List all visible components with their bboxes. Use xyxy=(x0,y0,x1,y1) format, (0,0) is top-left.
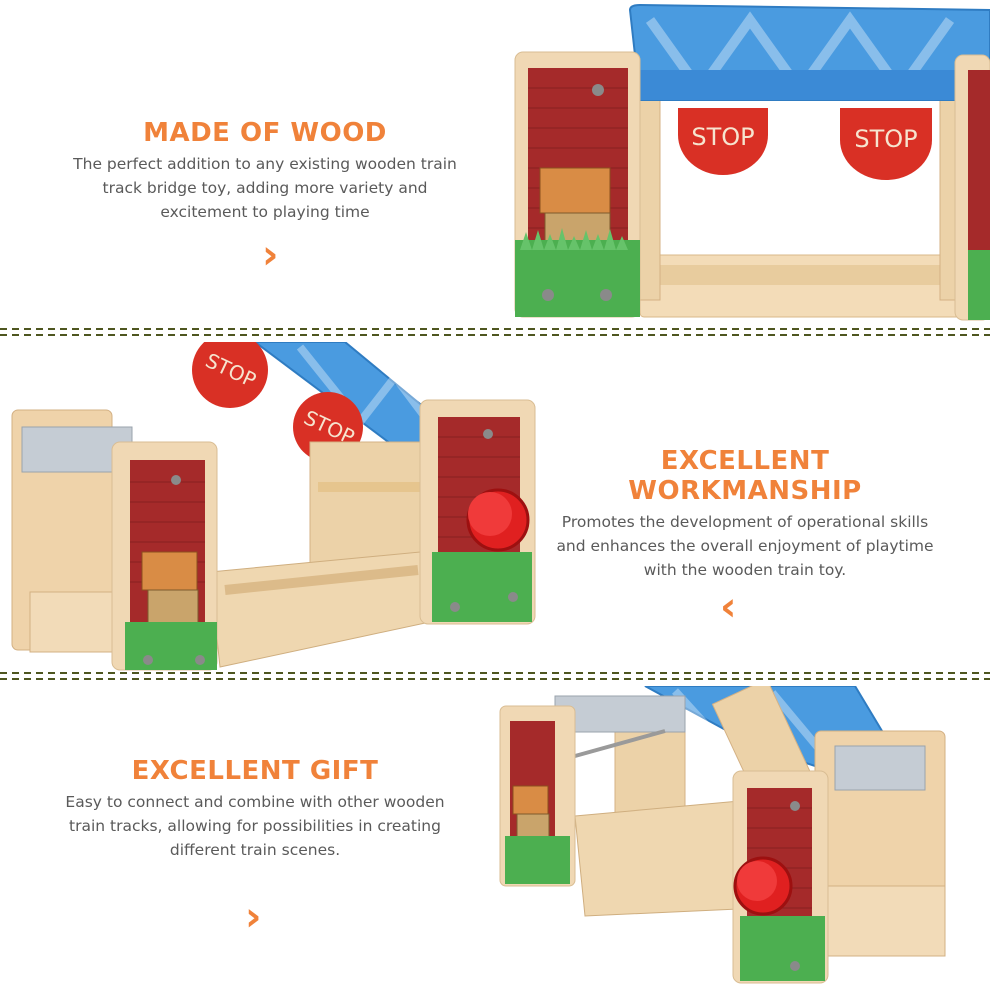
grass xyxy=(505,836,570,884)
dashed-divider xyxy=(0,328,990,336)
screw xyxy=(483,429,493,439)
screw xyxy=(600,289,612,301)
bridge-product-image: STOP STOP xyxy=(514,3,990,321)
crate xyxy=(147,589,199,629)
stop-sign xyxy=(678,108,768,175)
screw xyxy=(508,592,518,602)
description-line: train tracks, allowing for possibilities… xyxy=(69,817,441,835)
section-title: EXCELLENT GIFT xyxy=(131,756,379,786)
crate xyxy=(141,551,198,591)
screw xyxy=(143,655,153,665)
description-line: Easy to connect and combine with other w… xyxy=(65,793,445,811)
grass xyxy=(968,250,990,320)
description-line: excitement to playing time xyxy=(160,203,370,221)
connector-gray xyxy=(554,695,686,733)
connector-gray xyxy=(834,745,926,791)
track-groove xyxy=(224,565,419,595)
section-description: The perfect addition to any existing woo… xyxy=(50,152,480,224)
crate xyxy=(512,785,549,815)
bridge-truss xyxy=(296,344,444,440)
screw xyxy=(195,655,205,665)
screw xyxy=(171,475,181,485)
screw xyxy=(790,961,800,971)
track-groove xyxy=(650,265,950,285)
screw xyxy=(790,801,800,811)
stop-sign xyxy=(192,342,268,408)
description-line: different train scenes. xyxy=(169,841,341,859)
wood-axle xyxy=(318,482,428,492)
section-excellent-workmanship: STOP STOP xyxy=(0,342,990,672)
bridge-side-image xyxy=(499,686,946,984)
metal-axle xyxy=(574,729,666,758)
description-line: with the wooden train toy. xyxy=(643,561,847,579)
section-title: EXCELLENT WORKMANSHIP xyxy=(628,446,862,506)
stop-sign-label: STOP xyxy=(691,123,754,151)
chevron-right-icon: › xyxy=(245,894,262,940)
knob-red-cap xyxy=(468,492,512,536)
wood-floor xyxy=(824,885,946,957)
description-line: The perfect addition to any existing woo… xyxy=(73,155,457,173)
brick-wall xyxy=(968,70,990,250)
grass xyxy=(515,240,640,317)
section-title: MADE OF WOOD xyxy=(143,118,387,148)
screw xyxy=(542,289,554,301)
stop-sign xyxy=(840,108,932,180)
grass-blades xyxy=(520,228,628,250)
description-line: and enhances the overall enjoyment of pl… xyxy=(556,537,934,555)
chevron-right-icon: › xyxy=(262,232,279,278)
screw xyxy=(592,84,604,96)
bridge-beam xyxy=(640,70,990,100)
stop-sign-label: STOP xyxy=(854,125,917,153)
crate xyxy=(516,813,550,841)
section-description: Promotes the development of operational … xyxy=(540,510,950,582)
wood-base xyxy=(639,254,961,318)
section-excellent-gift: EXCELLENT GIFT Easy to connect and combi… xyxy=(0,686,990,990)
dashed-divider xyxy=(0,672,990,680)
section-made-of-wood: MADE OF WOOD The perfect addition to any… xyxy=(0,0,990,328)
section-text: EXCELLENT WORKMANSHIP Promotes the devel… xyxy=(540,446,950,582)
crate xyxy=(539,167,611,214)
grass xyxy=(432,552,532,622)
chevron-left-icon: ‹ xyxy=(720,584,737,630)
description-line: Promotes the development of operational … xyxy=(561,513,929,531)
section-description: Easy to connect and combine with other w… xyxy=(40,790,470,862)
knob-red-cap xyxy=(737,861,777,901)
description-line: track bridge toy, adding more variety an… xyxy=(102,179,428,197)
grass xyxy=(740,916,825,981)
section-text: MADE OF WOOD The perfect addition to any… xyxy=(50,118,480,224)
section-text: EXCELLENT GIFT Easy to connect and combi… xyxy=(40,756,470,862)
screw xyxy=(450,602,460,612)
bridge-lifted-image: STOP STOP xyxy=(11,342,536,671)
